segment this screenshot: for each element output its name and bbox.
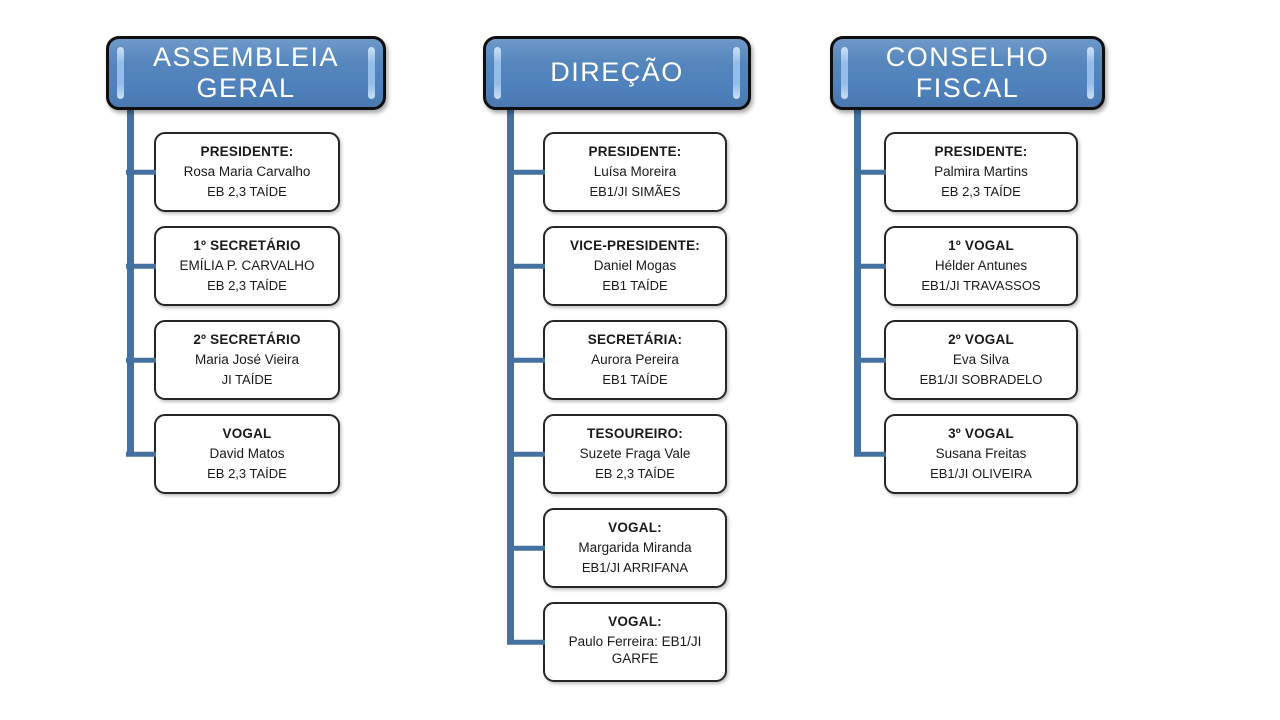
member-school: EB1/JI OLIVEIRA — [930, 466, 1032, 482]
member-card: SECRETÁRIA: Aurora Pereira EB1 TAÍDE — [507, 320, 727, 400]
member-role: PRESIDENTE: — [934, 144, 1028, 160]
connector-stub-line — [126, 169, 156, 175]
member-card: PRESIDENTE: Rosa Maria Carvalho EB 2,3 T… — [126, 132, 340, 212]
member-role: VICE-PRESIDENTE: — [570, 238, 700, 254]
member-list: PRESIDENTE: Luísa Moreira EB1/JI SIMÃES … — [483, 132, 751, 682]
member-school: JI TAÍDE — [221, 372, 273, 388]
connector-stub-line — [126, 263, 156, 269]
member-name: Susana Freitas — [935, 446, 1027, 462]
member-card: VOGAL David Matos EB 2,3 TAÍDE — [126, 414, 340, 494]
member-name: Daniel Mogas — [593, 258, 677, 274]
member-card: PRESIDENTE: Luísa Moreira EB1/JI SIMÃES — [507, 132, 727, 212]
group-title: ASSEMBLEIA GERAL — [152, 41, 340, 103]
member-role: 1º VOGAL — [948, 238, 1014, 254]
header-shine-left — [841, 47, 848, 99]
member-card: VOGAL: Paulo Ferreira: EB1/JI GARFE — [507, 602, 727, 682]
connector-trunk-line — [507, 106, 514, 642]
member-card: 3º VOGAL Susana Freitas EB1/JI OLIVEIRA — [854, 414, 1078, 494]
member-name: Margarida Miranda — [578, 540, 692, 556]
member-card: 2º SECRETÁRIO Maria José Vieira JI TAÍDE — [126, 320, 340, 400]
header-shine-left — [494, 47, 501, 99]
member-list: PRESIDENTE: Rosa Maria Carvalho EB 2,3 T… — [106, 132, 386, 494]
member-card: VOGAL: Margarida Miranda EB1/JI ARRIFANA — [507, 508, 727, 588]
member-role: PRESIDENTE: — [588, 144, 682, 160]
member-school: EB1 TAÍDE — [602, 278, 668, 294]
member-role: VOGAL: — [608, 520, 662, 536]
group-header-box: CONSELHO FISCAL — [830, 36, 1105, 110]
member-role: SECRETÁRIA: — [587, 332, 683, 348]
member-name: Paulo Ferreira: EB1/JI GARFE — [568, 633, 702, 666]
connector-stub-line — [126, 357, 156, 363]
member-role: PRESIDENTE: — [200, 144, 294, 160]
header-shine-left — [117, 47, 124, 99]
member-school: EB1/JI TRAVASSOS — [921, 278, 1041, 294]
member-name: Luísa Moreira — [593, 164, 677, 180]
connector-trunk-line — [127, 106, 134, 454]
member-name: EMÍLIA P. CARVALHO — [179, 258, 315, 274]
group-title: DIREÇÃO — [550, 57, 684, 88]
group-header-box: DIREÇÃO — [483, 36, 751, 110]
connector-stub-line — [854, 169, 886, 175]
group-header-box: ASSEMBLEIA GERAL — [106, 36, 386, 110]
member-list: PRESIDENTE: Palmira Martins EB 2,3 TAÍDE… — [830, 132, 1105, 494]
member-name: Hélder Antunes — [934, 258, 1028, 274]
member-card: 1º VOGAL Hélder Antunes EB1/JI TRAVASSOS — [854, 226, 1078, 306]
member-name: Aurora Pereira — [591, 352, 679, 368]
member-school: EB 2,3 TAÍDE — [207, 278, 287, 294]
connector-stub-line — [507, 451, 545, 457]
member-role: VOGAL — [222, 426, 272, 442]
member-school: EB 2,3 TAÍDE — [595, 466, 675, 482]
member-role: VOGAL: — [608, 613, 662, 629]
member-name: Suzete Fraga Vale — [579, 446, 691, 462]
connector-stub-line — [854, 263, 886, 269]
connector-stub-line — [507, 263, 545, 269]
connector-stub-line — [507, 169, 545, 175]
member-school: EB1/JI ARRIFANA — [581, 560, 689, 576]
member-name: Rosa Maria Carvalho — [183, 164, 311, 180]
connector-trunk-line — [854, 106, 861, 454]
member-school: EB1/JI SOBRADELO — [919, 372, 1043, 388]
org-column: DIREÇÃO PRESIDENTE: Luísa Moreira EB1/JI… — [483, 36, 751, 696]
member-school: EB 2,3 TAÍDE — [207, 184, 287, 200]
connector-stub-line — [854, 451, 886, 457]
member-school: EB1/JI SIMÃES — [589, 184, 681, 200]
member-name: Maria José Vieira — [194, 352, 300, 368]
member-role: 2º VOGAL — [948, 332, 1014, 348]
connector-stub-line — [854, 357, 886, 363]
group-title: CONSELHO FISCAL — [885, 41, 1050, 103]
member-role: 3º VOGAL — [948, 426, 1014, 442]
member-card: VICE-PRESIDENTE: Daniel Mogas EB1 TAÍDE — [507, 226, 727, 306]
member-school: EB 2,3 TAÍDE — [207, 466, 287, 482]
connector-stub-line — [507, 357, 545, 363]
member-card: TESOUREIRO: Suzete Fraga Vale EB 2,3 TAÍ… — [507, 414, 727, 494]
member-school: EB 2,3 TAÍDE — [941, 184, 1021, 200]
header-shine-right — [733, 47, 740, 99]
member-card: 2º VOGAL Eva Silva EB1/JI SOBRADELO — [854, 320, 1078, 400]
org-column: CONSELHO FISCAL PRESIDENTE: Palmira Mart… — [830, 36, 1105, 508]
member-card: 1º SECRETÁRIO EMÍLIA P. CARVALHO EB 2,3 … — [126, 226, 340, 306]
member-role: TESOUREIRO: — [587, 426, 683, 442]
connector-stub-line — [507, 639, 545, 645]
org-column: ASSEMBLEIA GERAL PRESIDENTE: Rosa Maria … — [106, 36, 386, 508]
member-name: Palmira Martins — [934, 164, 1028, 180]
member-role: 1º SECRETÁRIO — [193, 238, 301, 254]
connector-stub-line — [507, 545, 545, 551]
header-shine-right — [1087, 47, 1094, 99]
member-card: PRESIDENTE: Palmira Martins EB 2,3 TAÍDE — [854, 132, 1078, 212]
connector-stub-line — [126, 451, 156, 457]
member-role: 2º SECRETÁRIO — [193, 332, 301, 348]
member-school: EB1 TAÍDE — [602, 372, 668, 388]
header-shine-right — [368, 47, 375, 99]
member-name: David Matos — [209, 446, 285, 462]
member-name: Eva Silva — [952, 352, 1010, 368]
